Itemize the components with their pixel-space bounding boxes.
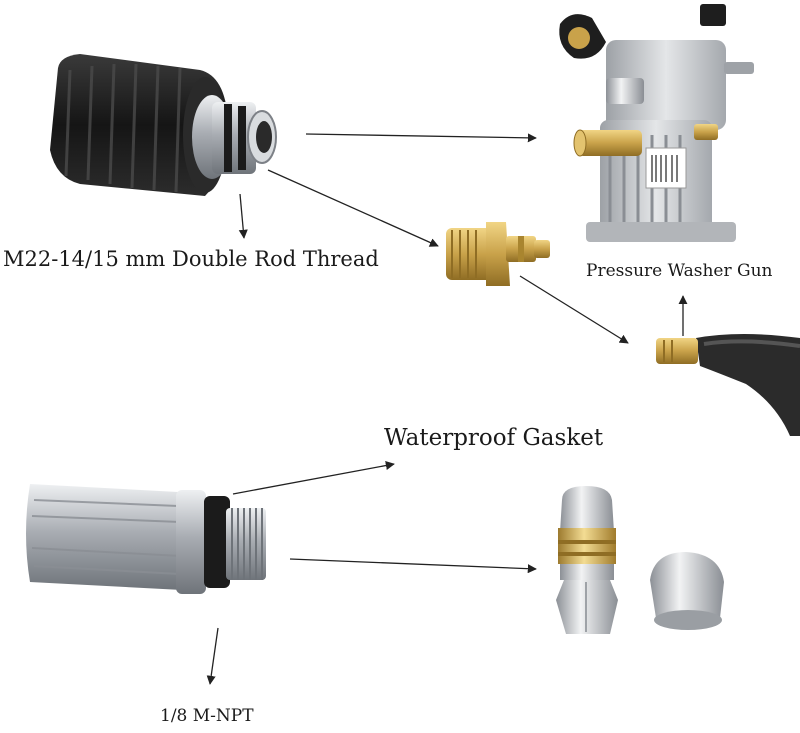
hose-end-image	[26, 484, 266, 594]
nozzle-cap-image	[650, 552, 724, 630]
npt-spec-label: 1/8 M-NPT	[160, 706, 254, 726]
thread-spec-label: M22-14/15 mm Double Rod Thread	[3, 247, 379, 271]
arrow-coupler-to-thread-label	[238, 193, 248, 239]
arrows	[206, 133, 688, 685]
arrow-gasket	[232, 461, 395, 495]
jetter-nozzle-image	[556, 486, 618, 634]
spray-gun-image	[656, 334, 800, 436]
threaded-coupler-image	[50, 54, 277, 196]
arrow-coupler-to-pump	[305, 133, 537, 143]
pump-image	[559, 4, 754, 242]
arrow-hose-to-npt	[206, 627, 219, 685]
arrow-coupler-to-adapter	[267, 169, 439, 247]
arrow-adapter-to-gun	[519, 275, 629, 344]
pressure-washer-gun-label: Pressure Washer Gun	[586, 261, 773, 281]
waterproof-gasket-label: Waterproof Gasket	[384, 425, 604, 451]
brass-adapter-image	[446, 222, 550, 286]
arrow-hose-to-nozzle	[289, 558, 537, 574]
